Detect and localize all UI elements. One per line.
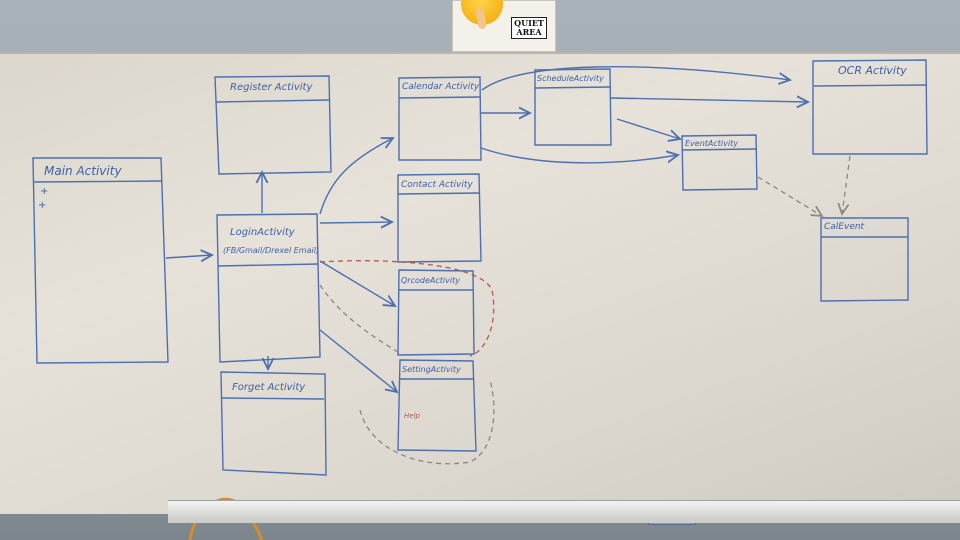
- setting-activity-note: Help: [404, 412, 420, 420]
- marker-tray: [168, 500, 960, 523]
- arrow-schedule-to-event: [616, 118, 680, 139]
- arrow-login-to-setting: [319, 329, 397, 392]
- forgot-activity-box: [220, 371, 327, 476]
- contact-activity-box: [397, 173, 482, 263]
- login-activity-title: LoginActivity: [230, 227, 295, 238]
- calendar-activity-title: Calendar Activity: [402, 82, 480, 92]
- arrow-calendar-to-ocr: [481, 66, 790, 91]
- ocr-activity-box: [812, 59, 928, 155]
- calendar-activity-box: [398, 76, 482, 161]
- schedule-activity-title: ScheduleActivity: [537, 74, 604, 83]
- sign-line1: QUIET: [514, 18, 544, 28]
- setting-activity-title: SettingActivity: [402, 365, 461, 374]
- register-activity-title: Register Activity: [230, 82, 313, 93]
- qrcode-activity-box: [397, 269, 475, 356]
- arrow-calendar-to-event: [480, 147, 678, 164]
- setting-activity-box: [397, 359, 477, 452]
- qrcode-activity-title: QrcodeActivity: [401, 276, 460, 285]
- main-activity-box: [32, 157, 169, 364]
- event-activity-title: EventActivity: [685, 139, 738, 148]
- register-activity-box: [214, 75, 332, 175]
- arrow-login-to-calendar: [319, 138, 393, 215]
- main-activity-title: Main Activity: [44, 164, 122, 178]
- quiet-area-sign: QUIET AREA: [452, 0, 556, 52]
- login-activity-box: [216, 213, 321, 363]
- main-activity-item1: +: [40, 186, 49, 197]
- arrow-login-to-qrcode: [319, 260, 395, 306]
- arrow-main-to-login: [165, 255, 212, 258]
- dashed-arrow-ocr-to-calevent: [842, 155, 851, 214]
- dashed-loop-around-setting: [359, 379, 495, 465]
- main-activity-item2: +: [38, 200, 47, 211]
- ocr-activity-title: OCR Activity: [838, 64, 907, 77]
- calevent-box: [820, 217, 909, 302]
- schedule-activity-box: [534, 68, 612, 146]
- dashed-loop-login-qrcode: [319, 260, 495, 357]
- sign-label: QUIET AREA: [511, 17, 547, 39]
- dashed-arrow-event-to-calevent: [757, 176, 822, 216]
- arrow-login-to-contact: [319, 222, 392, 223]
- login-activity-subtitle: (FB/Gmail/Drexel Email): [223, 246, 320, 255]
- sign-line2: AREA: [516, 27, 542, 37]
- forgot-activity-title: Forget Activity: [232, 382, 306, 393]
- event-activity-box: [681, 134, 758, 191]
- contact-activity-title: Contact Activity: [401, 180, 473, 190]
- calevent-title: CalEvent: [824, 222, 865, 232]
- arrow-schedule-to-ocr: [610, 98, 808, 102]
- dashed-path-login-setting: [319, 284, 399, 353]
